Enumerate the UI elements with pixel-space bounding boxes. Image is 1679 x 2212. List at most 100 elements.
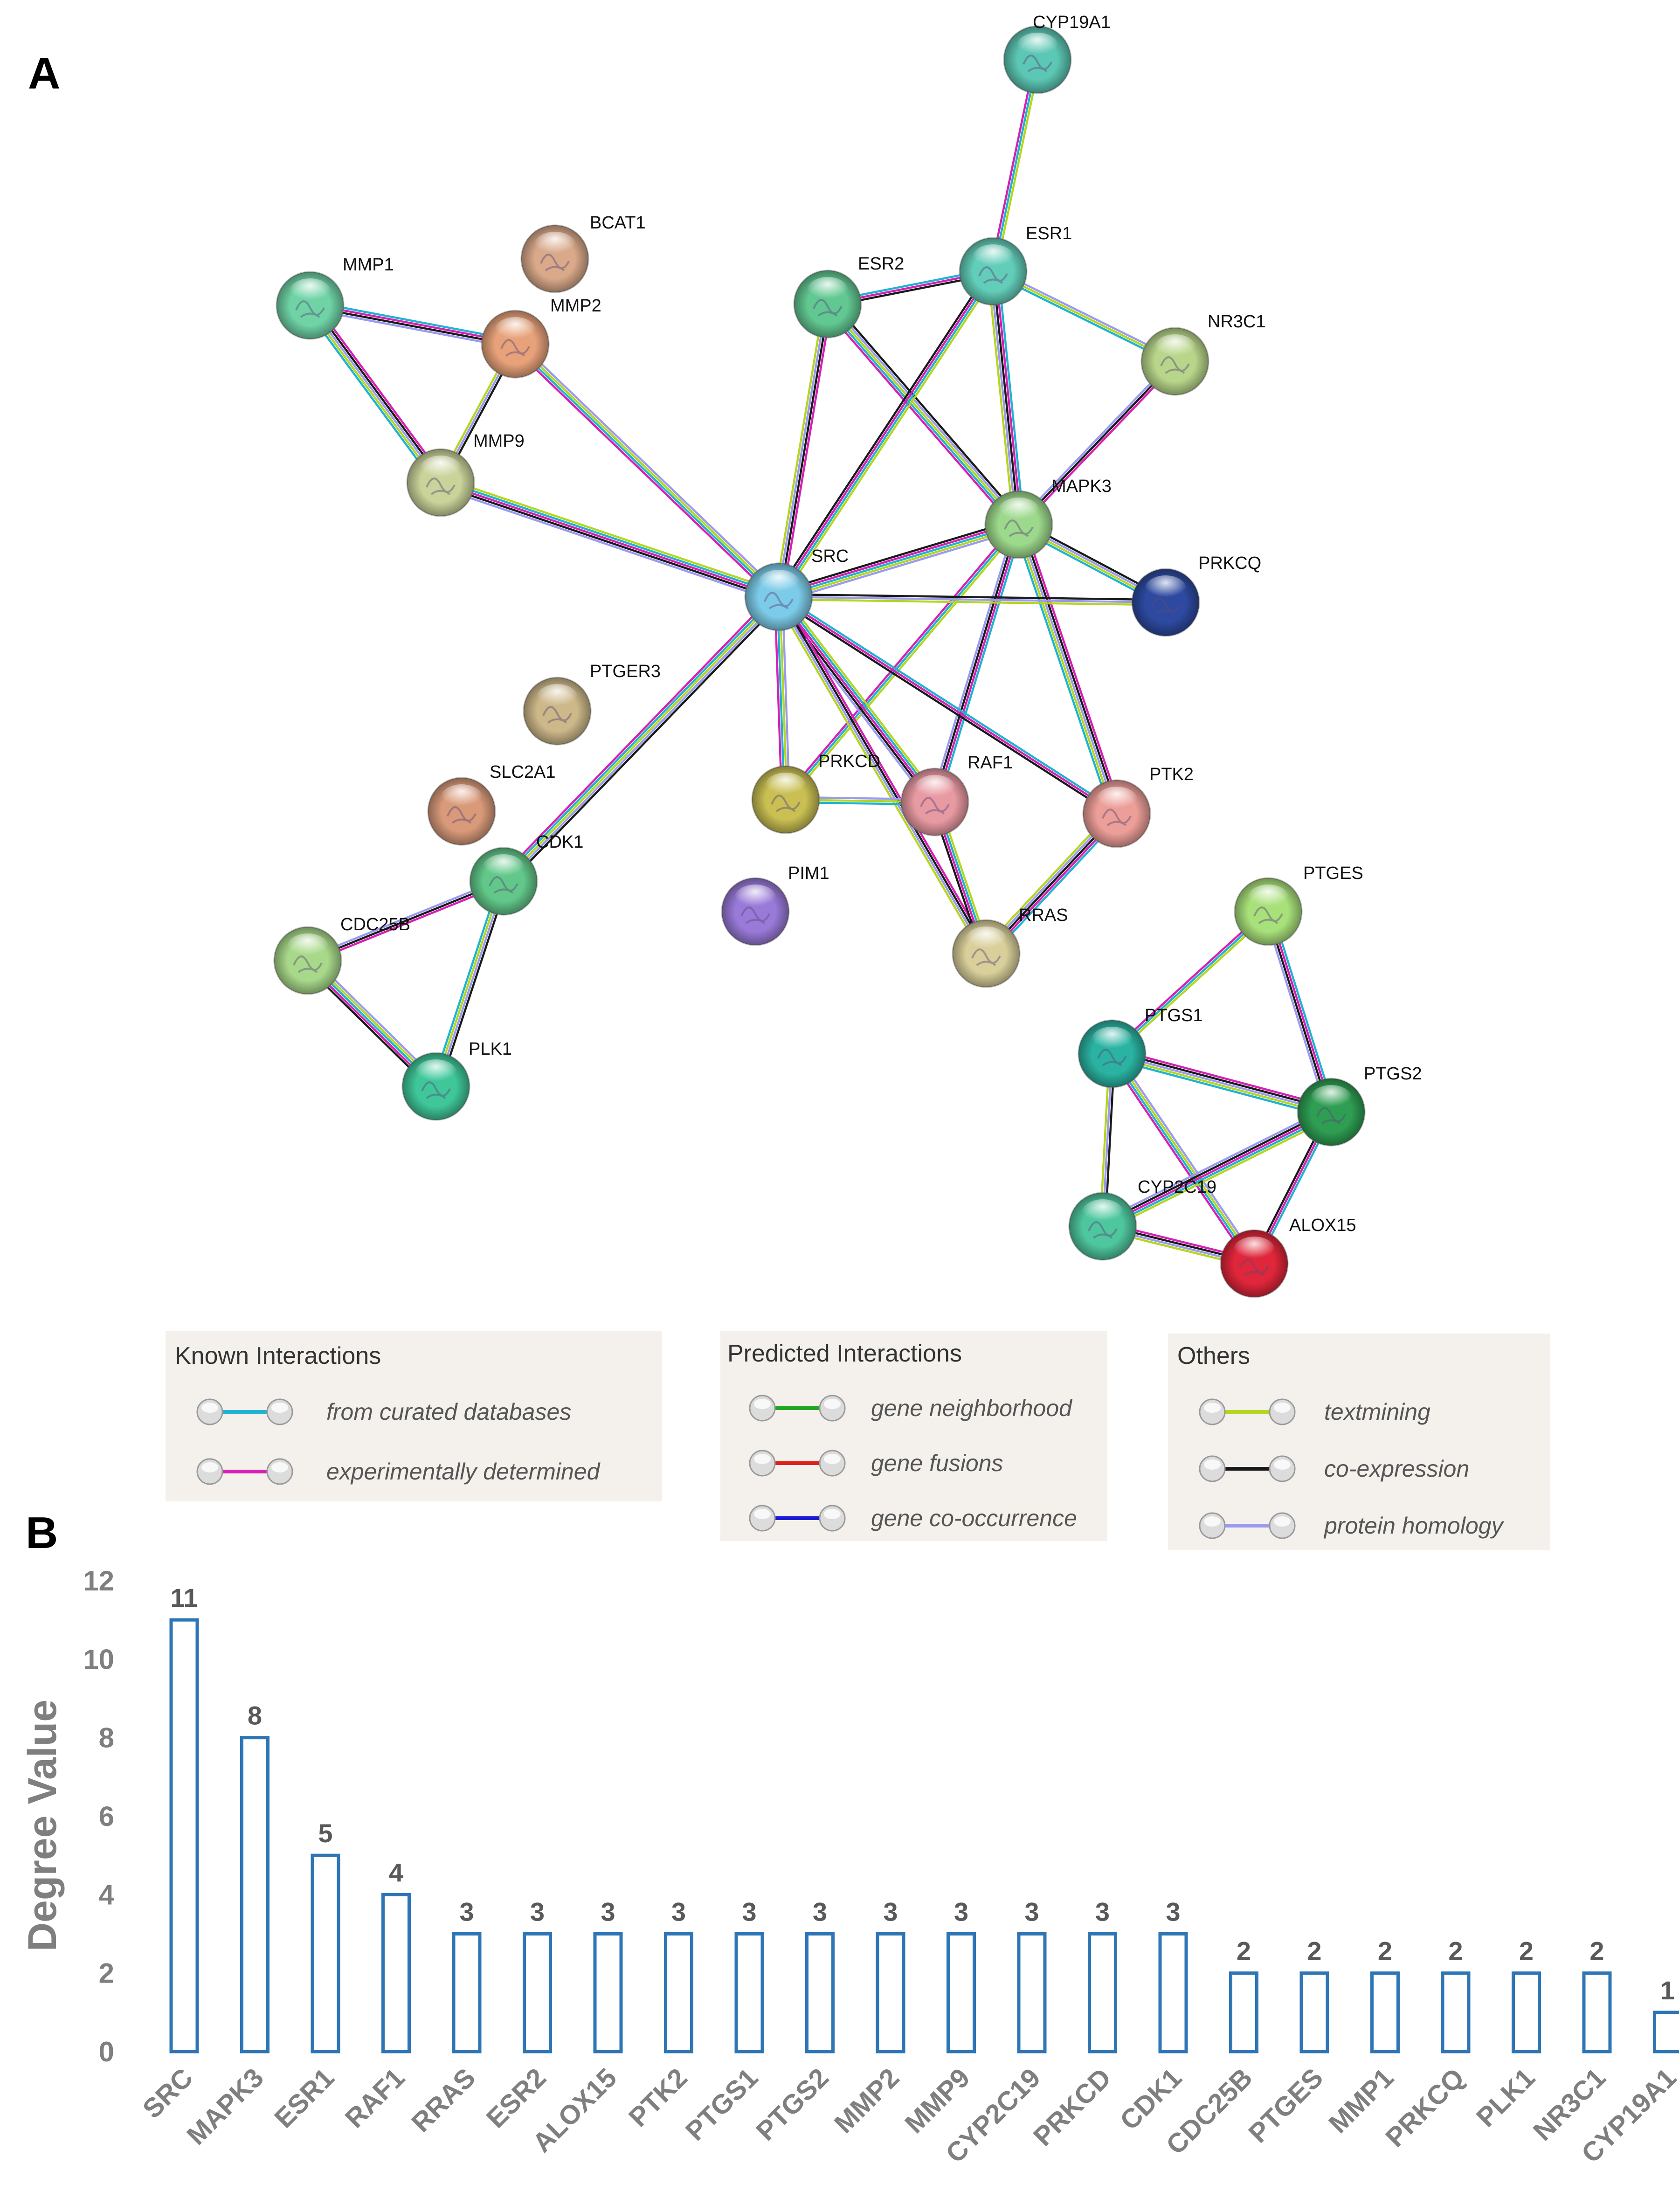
- data-label-cyp2c19: 3: [1024, 1897, 1039, 1927]
- node-label-ptgs1: PTGS1: [1145, 1006, 1203, 1025]
- bar-ptk2: [664, 1932, 693, 2053]
- node-rras[interactable]: RRAS: [952, 906, 1068, 988]
- node-src[interactable]: SRC: [744, 546, 849, 631]
- legend-known-title: Known Interactions: [175, 1342, 381, 1369]
- data-label-mapk3: 8: [248, 1701, 262, 1730]
- node-cdk1[interactable]: CDK1: [469, 832, 583, 916]
- node-plk1[interactable]: PLK1: [401, 1039, 512, 1121]
- edge-mapk3-prkcd: [783, 522, 1022, 802]
- node-label-ptk2: PTK2: [1149, 765, 1194, 784]
- legend-predicted-box: [720, 1331, 1107, 1541]
- node-cdc25b[interactable]: CDC25B: [273, 915, 410, 995]
- edge-esr1-src: [774, 269, 997, 600]
- node-label-mmp9: MMP9: [473, 431, 525, 451]
- data-label-prkcq: 2: [1448, 1936, 1463, 1966]
- panel-label-b: B: [26, 1508, 58, 1558]
- x-tick-prkcq: PRKCQ: [1380, 2062, 1470, 2153]
- data-label-cyp19a1: 1: [1660, 1976, 1675, 2005]
- node-label-raf1: RAF1: [967, 753, 1013, 773]
- node-label-cdk1: CDK1: [536, 832, 583, 852]
- bar-cyp2c19: [1017, 1932, 1047, 2053]
- node-cyp2c19[interactable]: CYP2C19: [1068, 1177, 1216, 1261]
- data-label-prkcd: 3: [1095, 1897, 1110, 1927]
- node-label-pim1: PIM1: [788, 864, 829, 883]
- node-label-ptgs2: PTGS2: [1364, 1064, 1422, 1084]
- data-label-nr3c1: 2: [1589, 1936, 1604, 1966]
- legend-item-co-expression: co-expression: [1199, 1455, 1469, 1482]
- data-label-cdk1: 3: [1166, 1897, 1180, 1927]
- bar-cyp19a1: [1653, 2011, 1679, 2053]
- data-label-src: 11: [170, 1583, 198, 1612]
- data-label-ptk2: 3: [671, 1897, 686, 1927]
- data-label-cdc25b: 2: [1237, 1936, 1251, 1966]
- data-label-ptges: 2: [1307, 1936, 1321, 1966]
- data-label-mmp1: 2: [1378, 1936, 1392, 1966]
- node-ptgs2[interactable]: PTGS2: [1297, 1064, 1422, 1147]
- node-pim1[interactable]: PIM1: [721, 864, 829, 946]
- edge-src-rras: [774, 594, 991, 956]
- x-tick-ptgs1: PTGS1: [680, 2062, 764, 2146]
- legend-label-textmining: textmining: [1324, 1399, 1430, 1425]
- node-ptgs1[interactable]: PTGS1: [1078, 1006, 1203, 1088]
- node-ptges[interactable]: PTGES: [1234, 864, 1363, 946]
- legend-item-experimentally-determined: experimentally determined: [196, 1458, 601, 1485]
- y-tick-2: 2: [99, 1958, 114, 1989]
- edge-ptgs1-alox15: [1108, 1051, 1258, 1266]
- data-label-mmp9: 3: [954, 1897, 968, 1927]
- x-tick-prkcd: PRKCD: [1028, 2062, 1117, 2152]
- bar-ptgs1: [734, 1932, 764, 2053]
- node-label-cyp19a1: CYP19A1: [1033, 13, 1111, 32]
- edge-ptgs2-cyp2c19: [1100, 1106, 1334, 1232]
- node-label-rras: RRAS: [1019, 906, 1068, 925]
- y-axis-label: Degree Value: [20, 1700, 65, 1951]
- edge-esr2-mapk3: [822, 300, 1024, 529]
- node-alox15[interactable]: ALOX15: [1220, 1216, 1356, 1298]
- legend-item-gene-neighborhood: gene neighborhood: [749, 1395, 1073, 1422]
- x-tick-mapk3: MAPK3: [181, 2062, 269, 2151]
- legend-predicted: Predicted Interactions gene neighborhood…: [720, 1331, 1107, 1541]
- node-mapk3[interactable]: MAPK3: [984, 477, 1112, 559]
- node-prkcd[interactable]: PRKCD: [751, 752, 880, 834]
- node-raf1[interactable]: RAF1: [900, 753, 1013, 836]
- node-ptger3[interactable]: PTGER3: [523, 662, 661, 746]
- data-label-plk1: 2: [1519, 1936, 1534, 1966]
- data-label-rras: 3: [459, 1897, 474, 1927]
- legend-item-gene-fusions: gene fusions: [749, 1450, 1003, 1477]
- bar-src: [169, 1618, 199, 2053]
- node-nr3c1[interactable]: NR3C1: [1140, 312, 1266, 396]
- node-ptk2[interactable]: PTK2: [1082, 765, 1194, 848]
- legend-item-from-curated-databases: from curated databases: [196, 1398, 571, 1425]
- node-label-esr2: ESR2: [858, 254, 904, 274]
- bar-prkcq: [1441, 1971, 1471, 2053]
- edge-cyp19a1-esr1: [989, 59, 1041, 272]
- node-cyp19a1[interactable]: CYP19A1: [1003, 13, 1111, 94]
- node-bcat1[interactable]: BCAT1: [520, 213, 646, 293]
- node-label-ptges: PTGES: [1303, 864, 1363, 883]
- node-mmp2[interactable]: MMP2: [481, 296, 601, 379]
- node-prkcq[interactable]: PRKCQ: [1131, 553, 1261, 637]
- node-esr2[interactable]: ESR2: [793, 254, 904, 339]
- x-tick-mmp2: MMP2: [829, 2062, 905, 2139]
- edge-mmp9-src: [438, 477, 781, 603]
- node-label-alox15: ALOX15: [1289, 1216, 1356, 1235]
- node-label-esr1: ESR1: [1026, 224, 1072, 243]
- edge-mapk3-src: [777, 518, 1021, 603]
- data-label-raf1: 4: [389, 1858, 403, 1887]
- node-mmp9[interactable]: MMP9: [406, 431, 525, 517]
- node-label-nr3c1: NR3C1: [1208, 312, 1266, 332]
- bar-cdc25b: [1229, 1971, 1258, 2053]
- bar-mmp2: [876, 1932, 905, 2053]
- data-label-esr1: 5: [318, 1818, 332, 1848]
- node-mmp1[interactable]: MMP1: [276, 255, 394, 340]
- data-label-ptgs2: 3: [813, 1897, 827, 1927]
- bar-mmp9: [947, 1932, 976, 2053]
- node-slc2a1[interactable]: SLC2A1: [427, 762, 556, 846]
- legend-others-title: Others: [1177, 1342, 1250, 1369]
- node-esr1[interactable]: ESR1: [959, 224, 1072, 306]
- node-label-cdc25b: CDC25B: [340, 915, 410, 934]
- bar-prkcd: [1088, 1932, 1117, 2053]
- y-tick-12: 12: [83, 1565, 114, 1597]
- legend-label-from-curated-databases: from curated databases: [326, 1399, 571, 1425]
- edge-mmp2-src: [511, 340, 782, 601]
